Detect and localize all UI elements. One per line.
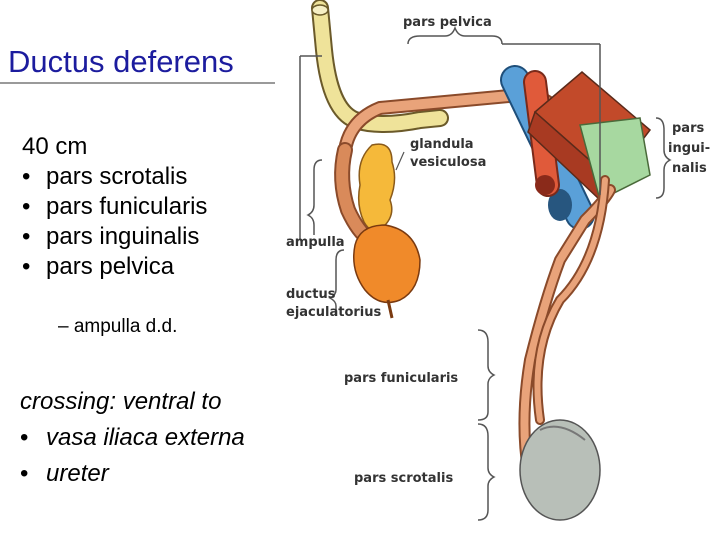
epididymis-head xyxy=(539,425,586,441)
leader-glandula xyxy=(395,151,405,171)
inguinal-block-face xyxy=(579,117,651,202)
length-text: 40 cm xyxy=(22,133,88,160)
testis xyxy=(519,419,601,521)
ureter-end xyxy=(311,4,329,16)
bullet-glyph: • xyxy=(20,424,29,451)
urethra xyxy=(386,299,394,319)
label-pars-inguinalis-3: nalis xyxy=(672,161,707,176)
crossing-item: • ureter xyxy=(20,456,245,492)
label-pars-inguinalis-1: pars xyxy=(672,121,704,136)
crossing-text: vasa iliaca externa xyxy=(46,424,245,451)
bracket-ductus xyxy=(328,249,345,310)
artery-lumen xyxy=(535,175,555,195)
bracket-funicularis xyxy=(477,329,496,421)
label-ductus: ductus xyxy=(286,287,336,302)
crossing-item: • vasa iliaca externa xyxy=(20,420,245,456)
bracket-pars-inguinalis xyxy=(655,117,672,199)
bullet-glyph: • xyxy=(22,193,31,220)
label-pars-scrotalis: pars scrotalis xyxy=(354,471,453,486)
bullet-item: • pars inguinalis xyxy=(22,222,207,252)
sub-bullet-ampulla: – ampulla d.d. xyxy=(58,316,178,337)
bullet-glyph: • xyxy=(22,223,31,250)
bullet-text: pars funicularis xyxy=(46,193,208,220)
bullet-item: • pars pelvica xyxy=(22,252,207,282)
crossing-list: crossing: ventral to • vasa iliaca extern… xyxy=(20,384,245,492)
bracket-pars-pelvica xyxy=(407,25,503,45)
slide-title: Ductus deferens xyxy=(8,44,234,79)
vas-returning-fill xyxy=(534,177,608,423)
label-pars-pelvica: pars pelvica xyxy=(403,15,492,30)
bullet-text: pars pelvica xyxy=(46,253,175,280)
seminal-vesicle xyxy=(357,143,396,232)
crossing-heading: crossing: ventral to xyxy=(20,388,222,415)
bullet-text: pars scrotalis xyxy=(46,163,188,190)
label-pars-funicularis: pars funicularis xyxy=(344,371,458,386)
bullet-list: 40 cm •pars scrotalis •pars funicularis … xyxy=(22,132,207,282)
label-ampulla: ampulla xyxy=(286,235,345,250)
length-item: 40 cm xyxy=(22,132,207,162)
label-glandula: glandula xyxy=(410,137,474,152)
bullet-item: • pars funicularis xyxy=(22,192,207,222)
bullet-item: • pars scrotalis xyxy=(22,162,207,192)
crossing-text: ureter xyxy=(46,460,109,487)
bracket-ampulla xyxy=(306,159,323,235)
bullet-text: pars inguinalis xyxy=(46,223,200,250)
vein-lumen xyxy=(548,189,572,221)
label-ejaculatorius: ejaculatorius xyxy=(286,305,382,320)
title-underline xyxy=(0,82,275,84)
prostate xyxy=(353,224,421,304)
bracket-scrotalis xyxy=(477,423,496,521)
bullet-glyph: • xyxy=(22,253,31,280)
bullet-glyph: • xyxy=(22,163,31,190)
label-pars-inguinalis-2: ingui- xyxy=(668,141,710,156)
bullet-glyph: • xyxy=(20,460,29,487)
label-vesiculosa: vesiculosa xyxy=(410,155,486,170)
